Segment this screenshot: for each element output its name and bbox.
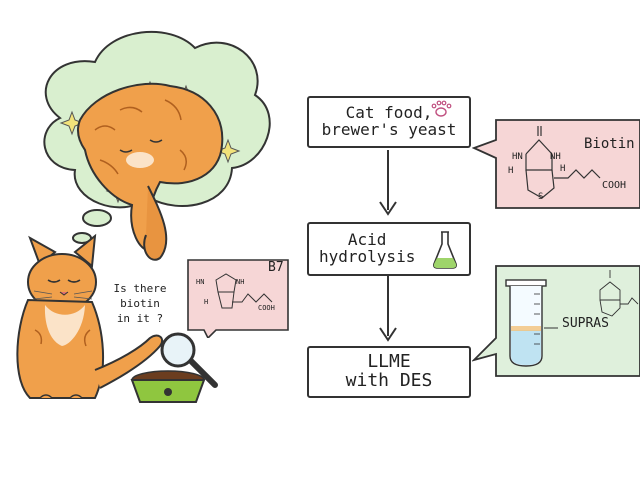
biotin-hn-label: HN <box>512 152 523 162</box>
dreaming-cat <box>76 82 224 261</box>
small-nh-label: NH <box>236 278 245 286</box>
arrow-2-head <box>379 327 397 342</box>
small-hn-label: HN <box>196 278 205 286</box>
flask-icon <box>430 228 460 270</box>
step2-line1: Acid <box>347 230 387 250</box>
magnifying-glass-icon <box>160 332 218 388</box>
cat-body <box>16 298 105 399</box>
flow-step-cat-food: Cat food, brewer's yeast <box>307 96 471 148</box>
step3-line1: LLME <box>367 351 411 373</box>
small-cooh-label: COOH <box>258 304 275 312</box>
question-line-2: biotin <box>120 296 160 310</box>
question-text: Is there biotin in it ? <box>106 282 174 327</box>
biotin-callout: Biotin HN NH H H S COOH <box>472 118 640 210</box>
step3-line2: with DES <box>345 370 433 391</box>
thought-bubble-large <box>82 209 112 227</box>
question-line-1: Is there <box>113 282 167 295</box>
biotin-h-left-label: H <box>508 166 514 176</box>
step1-line1: Cat food, <box>345 103 433 123</box>
question-line-3: in it ? <box>116 311 164 325</box>
food-bowl-icon <box>130 370 206 403</box>
vitamin-b7-label: B7 <box>268 260 284 275</box>
sitting-cat <box>16 233 164 399</box>
flow-arrows <box>379 150 397 342</box>
step2-line2: hydrolysis <box>319 247 416 266</box>
biotin-h-right-label: H <box>560 164 566 174</box>
biotin-title: Biotin <box>584 136 635 152</box>
supras-callout: SUPRAS <box>472 264 640 378</box>
test-tube-icon <box>505 279 558 367</box>
sparkle-icon <box>59 110 85 136</box>
biotin-nh-label: NH <box>550 152 561 162</box>
step1-line2: brewer's yeast <box>321 120 457 139</box>
cat-illustration <box>16 30 271 403</box>
cat-tail <box>94 334 164 389</box>
biotin-structure <box>525 126 601 199</box>
small-h-label: H <box>204 298 209 306</box>
paw-print-icon <box>164 388 172 396</box>
paw-icon <box>430 100 452 118</box>
cat-ear-right <box>73 233 97 268</box>
small-biotin-card: B7 HN NH H COOH <box>186 258 290 338</box>
arrow-1-head <box>379 201 397 216</box>
biotin-cooh-label: COOH <box>602 180 627 191</box>
supras-label: SUPRAS <box>562 316 609 331</box>
small-biotin-structure <box>599 270 639 317</box>
flow-step-llme-des: LLME with DES <box>307 346 471 398</box>
biotin-s-label: S <box>538 192 544 202</box>
